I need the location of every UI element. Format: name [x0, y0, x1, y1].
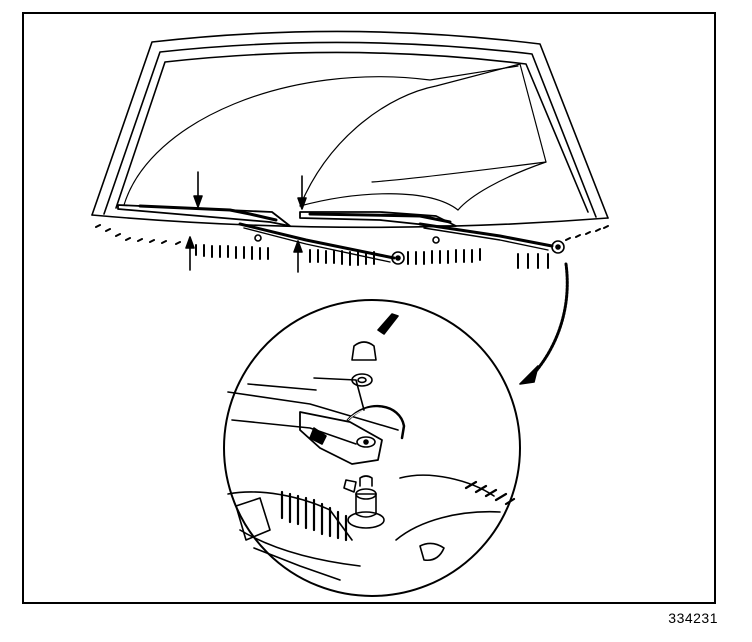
arrow-center-up [293, 240, 303, 273]
illustration-frame [22, 12, 716, 604]
right-sweep-arc [299, 63, 547, 207]
arrow-right-blade-down [297, 175, 307, 210]
right-sweep-inner [299, 193, 459, 211]
arm-mount-hole [356, 436, 376, 448]
right-wiper-arm [418, 222, 554, 248]
left-wiper-arm [238, 222, 396, 260]
left-sweep-arc [123, 65, 519, 206]
figure-number: 334231 [668, 610, 718, 626]
arm-nut-cap [351, 341, 377, 361]
right-wiper-blade [299, 211, 457, 227]
windshield-outer-frame [91, 30, 609, 219]
right-wiper-blade-spine [308, 212, 452, 224]
arrow-left-blade-down [193, 171, 203, 208]
detail-circle [223, 299, 521, 597]
wiper-arm-detail [299, 411, 383, 465]
callout-arrows [185, 171, 569, 385]
arrow-pivot-to-detail [519, 262, 569, 385]
wiper-sweep-pattern [123, 63, 547, 211]
left-arm-clip [254, 234, 262, 242]
right-sweep-side [457, 161, 547, 211]
pivot-base [347, 511, 385, 529]
left-wiper-pivot [391, 251, 405, 265]
washer-hose [346, 405, 406, 440]
windshield-inner-frame [103, 41, 597, 218]
left-wiper-blade [117, 204, 291, 227]
windshield-lower-edge [91, 214, 609, 229]
washer-nozzle-pin [377, 313, 399, 335]
windshield [91, 30, 609, 229]
pivot-detail-view [223, 299, 521, 597]
arrow-left-arm-up [185, 236, 195, 271]
right-arm-clip [432, 236, 440, 244]
right-wiper-pivot [551, 240, 565, 254]
arm-nut-washer [351, 373, 373, 387]
right-wiper [299, 211, 565, 254]
left-wiper [117, 204, 405, 265]
cowl-vent-slots [95, 224, 609, 269]
left-wiper-blade-spine [138, 204, 278, 222]
windshield-glass-edge [115, 51, 589, 213]
